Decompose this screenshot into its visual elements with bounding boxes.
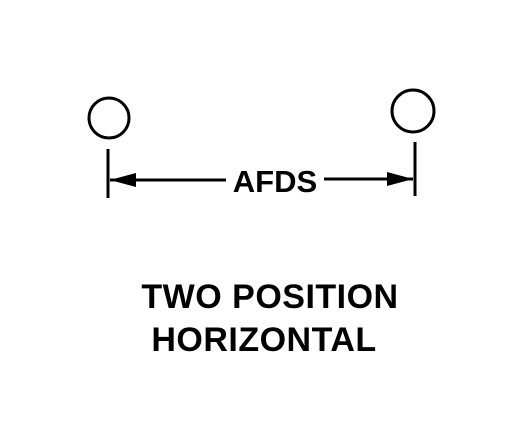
right-position-circle-icon bbox=[390, 88, 436, 134]
left-position-circle-icon bbox=[87, 96, 131, 140]
caption-line-1: TWO POSITION bbox=[141, 278, 399, 316]
arrowhead-right-icon bbox=[387, 172, 413, 186]
dimension-label: AFDS bbox=[233, 164, 317, 199]
arrowhead-left-icon bbox=[110, 173, 136, 187]
caption-line-2: HORIZONTAL bbox=[151, 321, 377, 359]
